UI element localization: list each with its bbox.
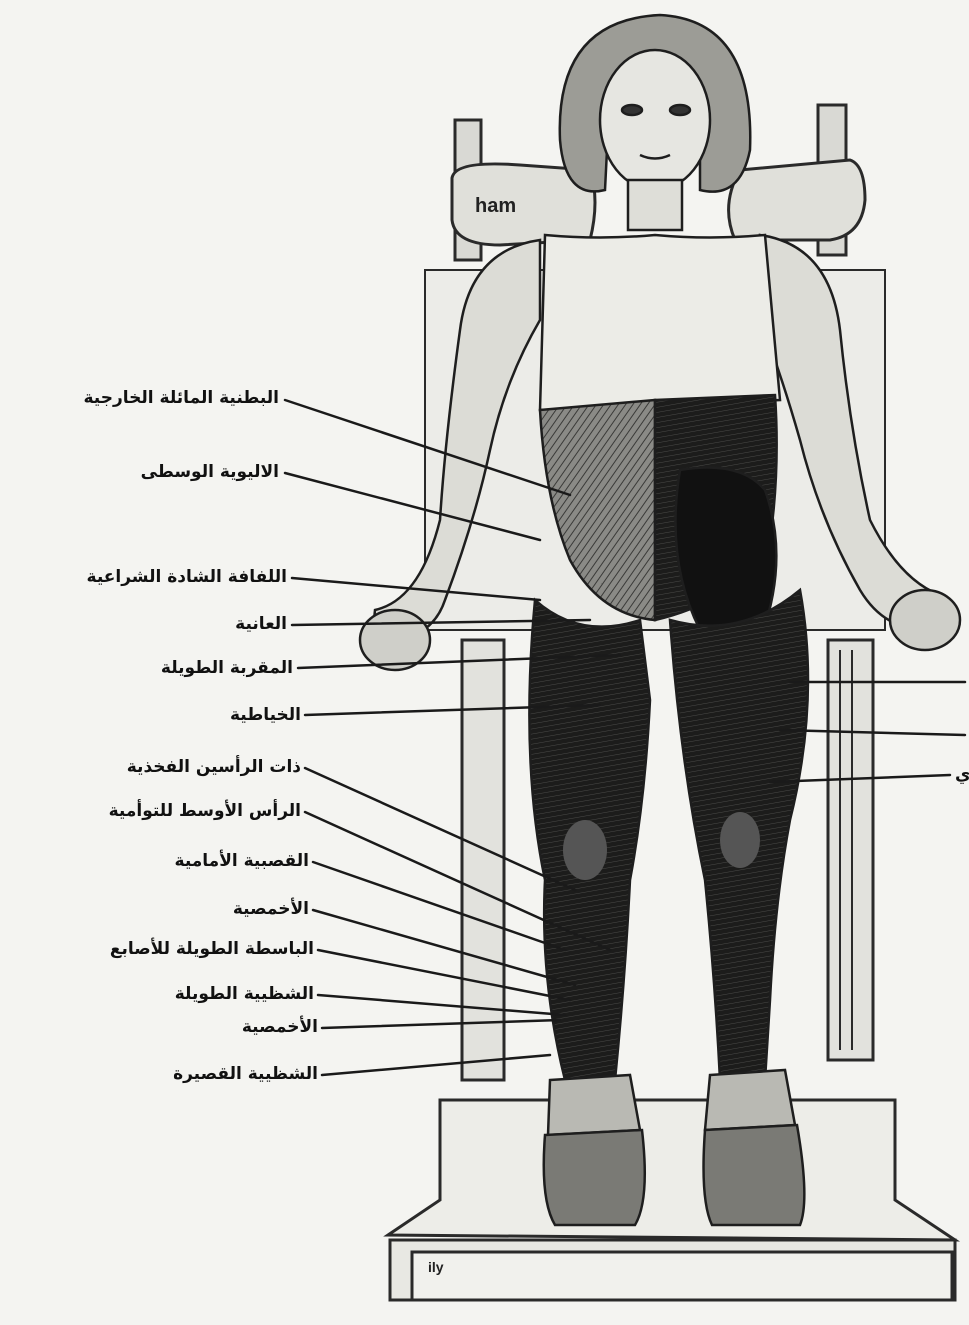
leader-line — [322, 1020, 560, 1028]
leader-line — [318, 995, 565, 1015]
label-right-edge: ي — [955, 765, 969, 785]
label-gluteus-medius: الاليوية الوسطى — [141, 462, 279, 482]
label-extensor-digitorum-longus: الباسطة الطويلة للأصابع — [110, 939, 314, 959]
leader-line — [322, 1055, 550, 1075]
leader-line — [318, 950, 570, 1000]
label-tibialis-anterior: القصبية الأمامية — [175, 851, 309, 871]
label-pectineus: العانية — [235, 614, 287, 634]
label-soleus-2: الأخمصية — [242, 1017, 318, 1037]
label-biceps-femoris: ذات الرأسين الفخذية — [127, 757, 301, 777]
label-peroneus-brevis: الشظيية القصيرة — [173, 1064, 318, 1084]
label-tensor-fasciae-latae: اللفافة الشادة الشراعية — [87, 567, 287, 587]
label-soleus-1: الأخمصية — [233, 899, 309, 919]
pad-text: ham — [475, 195, 516, 217]
label-peroneus-longus: الشظيية الطويلة — [175, 984, 314, 1004]
base-text: ily — [428, 1259, 444, 1275]
label-adductor-longus: المقربة الطويلة — [161, 658, 293, 678]
label-external-oblique: البطنية المائلة الخارجية — [84, 388, 280, 408]
label-sartorius: الخياطية — [230, 705, 301, 725]
leader-line — [313, 862, 565, 950]
label-gastrocnemius-medial: الرأس الأوسط للتوأمية — [109, 801, 301, 821]
